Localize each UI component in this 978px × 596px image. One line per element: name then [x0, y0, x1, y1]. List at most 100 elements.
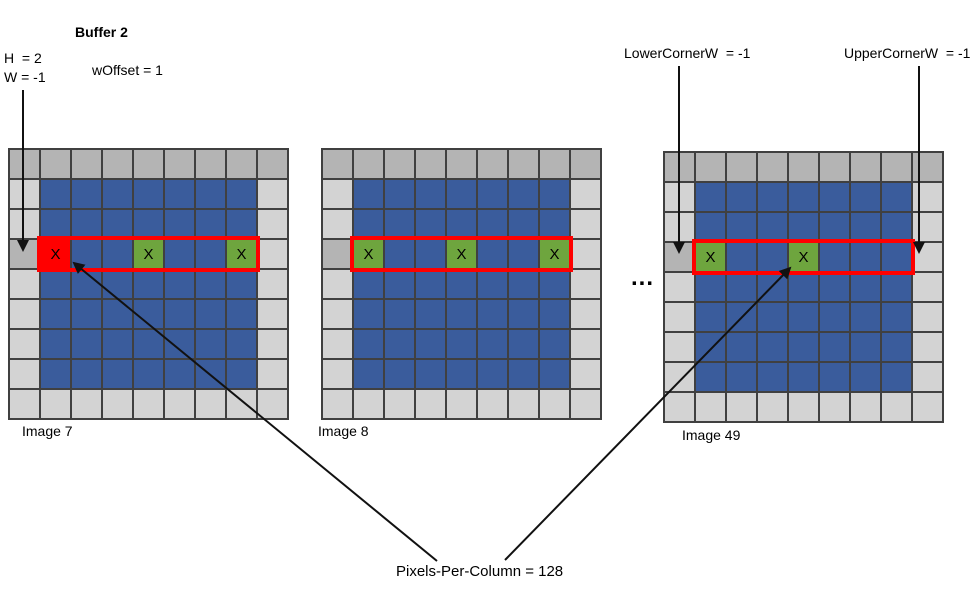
grid-cell-blue-interior — [820, 363, 849, 391]
grid-cell-blue-interior — [882, 363, 911, 391]
grid-cell-gray-dark — [509, 150, 538, 178]
grid-cell-gray-dark — [416, 150, 445, 178]
grid-cell-gray-light — [665, 303, 694, 331]
grid-cell-blue-interior — [196, 180, 225, 208]
grid-cell-blue-interior — [134, 270, 163, 298]
grid-cell-blue-interior — [509, 210, 538, 238]
grid-cell-blue-interior — [134, 360, 163, 388]
grid-cell-blue-interior — [196, 360, 225, 388]
grid-cell-blue-interior — [447, 270, 476, 298]
grid-cell-gray-light — [665, 213, 694, 241]
grid-cell-blue-interior — [851, 183, 880, 211]
grid-cell-gray-light — [41, 390, 70, 418]
grid-cell-blue-interior — [509, 300, 538, 328]
grid-cell-gray-light — [540, 390, 569, 418]
grid-cell-gray-light — [323, 330, 352, 358]
grid-cell-blue-interior — [882, 243, 911, 271]
grid-cell-green-marked: X — [540, 240, 569, 268]
grid-cell-gray-light — [913, 213, 942, 241]
lower-corner-label: LowerCornerW = -1 — [624, 45, 751, 61]
grid-cell-blue-interior — [696, 363, 725, 391]
grid-cell-blue-interior — [134, 210, 163, 238]
grid-cell-gray-light — [820, 393, 849, 421]
grid-cell-green-marked: X — [354, 240, 383, 268]
grid-cell-gray-light — [258, 270, 287, 298]
grid-cell-blue-interior — [447, 300, 476, 328]
grid-cell-blue-interior — [540, 270, 569, 298]
grid-cell-blue-interior — [478, 240, 507, 268]
grid-cell-blue-interior — [72, 360, 101, 388]
grid-cell-blue-interior — [509, 330, 538, 358]
grid-cell-blue-interior — [696, 303, 725, 331]
grid-cell-blue-interior — [789, 363, 818, 391]
w-value-label: W = -1 — [4, 69, 46, 85]
grid-cell-blue-interior — [789, 273, 818, 301]
grid-cell-blue-interior — [72, 240, 101, 268]
grid-cell-blue-interior — [416, 240, 445, 268]
grid-cell-blue-interior — [41, 210, 70, 238]
pixels-per-column-label: Pixels-Per-Column = 128 — [396, 563, 564, 580]
grid-cell-blue-interior — [758, 243, 787, 271]
grid-cell-blue-interior — [227, 330, 256, 358]
grid-cell-gray-light — [913, 333, 942, 361]
grid-cell-blue-interior — [41, 360, 70, 388]
grid-cell-blue-interior — [385, 180, 414, 208]
grid-cell-green-marked: X — [447, 240, 476, 268]
grid-cell-blue-interior — [196, 330, 225, 358]
grid-cell-blue-interior — [696, 213, 725, 241]
grid-cell-gray-dark — [882, 153, 911, 181]
grid-cell-blue-interior — [696, 183, 725, 211]
grid-cell-blue-interior — [41, 270, 70, 298]
grid-cell-blue-interior — [385, 330, 414, 358]
grid-cell-blue-interior — [509, 270, 538, 298]
grid-cell-blue-interior — [820, 213, 849, 241]
grid-cell-blue-interior — [447, 180, 476, 208]
grid-cell-gray-light — [571, 330, 600, 358]
grid-cell-blue-interior — [820, 333, 849, 361]
grid-cell-blue-interior — [478, 300, 507, 328]
grid-cell-gray-light — [72, 390, 101, 418]
grid-cell-gray-dark — [913, 153, 942, 181]
grid-cell-gray-light — [10, 180, 39, 208]
grid-cell-blue-interior — [385, 240, 414, 268]
grid-cell-gray-light — [323, 210, 352, 238]
upper-corner-label: UpperCornerW = -1 — [844, 45, 971, 61]
grid-cell-blue-interior — [103, 240, 132, 268]
grid-cell-gray-light — [571, 270, 600, 298]
grid-cell-blue-interior — [789, 333, 818, 361]
grid-cell-gray-light — [103, 390, 132, 418]
grid-cell-gray-dark — [696, 153, 725, 181]
grid-cell-blue-interior — [882, 183, 911, 211]
grid-cell-blue-interior — [851, 243, 880, 271]
grid-cell-gray-light — [913, 303, 942, 331]
grid-cell-gray-light — [227, 390, 256, 418]
grid-cell-blue-interior — [196, 240, 225, 268]
grid-cell-gray-light — [416, 390, 445, 418]
grid-cell-blue-interior — [72, 300, 101, 328]
grid-cell-gray-dark — [820, 153, 849, 181]
grid-cell-gray-light — [385, 390, 414, 418]
grid-cell-blue-interior — [196, 210, 225, 238]
grid-cell-blue-interior — [385, 300, 414, 328]
grid-cell-gray-light — [665, 393, 694, 421]
grid-cell-gray-dark — [540, 150, 569, 178]
grid-cell-gray-light — [571, 210, 600, 238]
grid-cell-gray-dark — [571, 150, 600, 178]
grid-cell-blue-interior — [447, 330, 476, 358]
grid-cell-green-marked: X — [789, 243, 818, 271]
grid-cell-blue-interior — [354, 180, 383, 208]
grid-cell-blue-interior — [789, 303, 818, 331]
grid-cell-blue-interior — [165, 360, 194, 388]
grid-cell-blue-interior — [165, 210, 194, 238]
grid-cell-gray-dark — [323, 150, 352, 178]
grid-cell-gray-dark — [665, 243, 694, 271]
grid-cell-blue-interior — [354, 270, 383, 298]
grid-cell-blue-interior — [758, 303, 787, 331]
grid-cell-blue-interior — [478, 360, 507, 388]
grid-cell-gray-light — [571, 180, 600, 208]
grid-cell-blue-interior — [540, 180, 569, 208]
grid-cell-gray-dark — [385, 150, 414, 178]
grid-cell-blue-interior — [103, 270, 132, 298]
grid-cell-gray-light — [509, 390, 538, 418]
grid-cell-blue-interior — [758, 363, 787, 391]
